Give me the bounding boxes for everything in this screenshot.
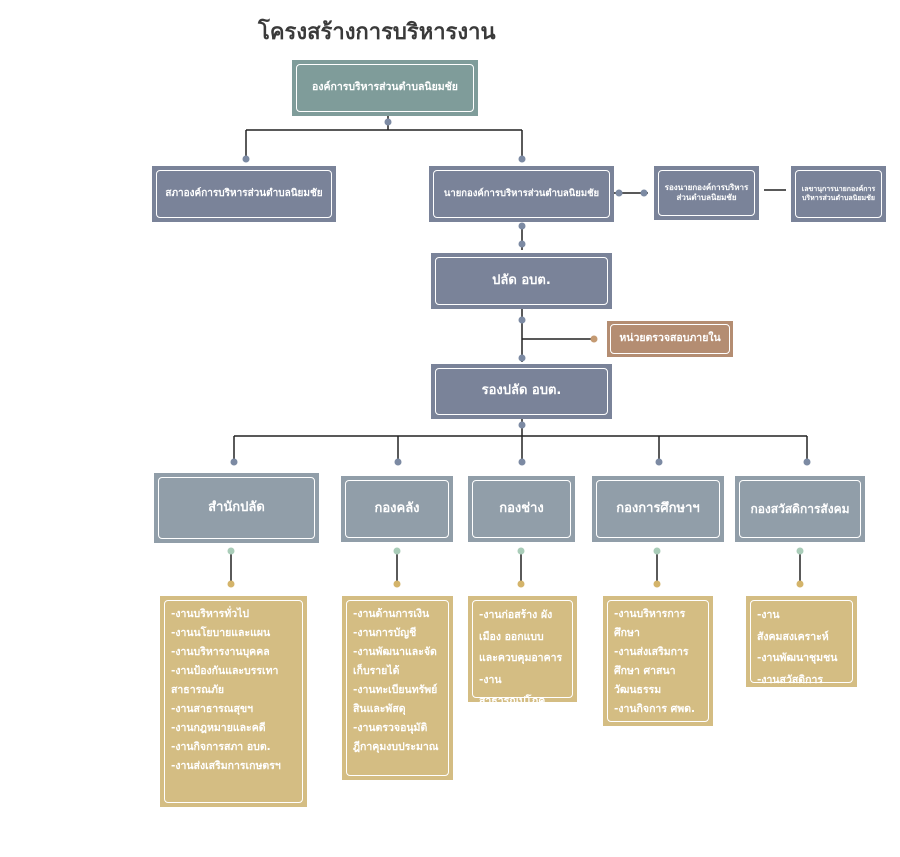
task-list: -งานสังคมสงเคราะห์ -งานพัฒนาชุมชน -งานสว…: [746, 596, 857, 707]
department-label: กองช่าง: [472, 480, 571, 538]
department-box: สำนักปลัด: [154, 473, 319, 543]
task-list-item: -งานพัฒนาและจัด เก็บรายได้: [353, 646, 437, 677]
org-node-deputy-mayor-label: รองนายกองค์การบริหารส่วนตำบลนิยมชัย: [658, 170, 755, 216]
department-label: กองการศึกษาฯ: [596, 480, 720, 538]
task-list: -งานบริหารการ ศึกษา -งานส่งเสริมการ ศึกษ…: [603, 596, 713, 726]
department-label: กองสวัสดิการสังคม: [739, 480, 861, 538]
department-label: กองคลัง: [345, 480, 449, 538]
task-list-item: -งานป้องกันและบรรเทา สาธารณภัย: [171, 665, 279, 696]
org-node-deputy-palad: รองปลัด อบต.: [431, 364, 612, 419]
org-node-secretary-label: เลขานุการนายกองค์การบริหารส่วนตำบลนิยมชั…: [795, 170, 882, 218]
task-list-item: -งานส่งเสริมการ ศึกษา ศาสนา วัฒนธรรม: [614, 646, 689, 696]
task-list-item: -งานส่งเสริมการเกษตรฯ: [171, 760, 281, 772]
org-node-mayor: นายกองค์การบริหารส่วนตำบลนิยมชัย: [429, 166, 614, 222]
task-list: -งานก่อสร้าง ผัง เมือง ออกแบบ และควบคุมอ…: [468, 596, 577, 707]
department-box: กองการศึกษาฯ: [592, 476, 724, 542]
org-node-audit: หน่วยตรวจสอบภายใน: [607, 321, 733, 357]
task-list-item: -งานนโยบายและแผน: [171, 627, 271, 639]
task-list-item: -งานทะเบียนทรัพย์ สินและพัสดุ: [353, 684, 438, 715]
task-list-item: -งานสาธารณสุขฯ: [171, 703, 254, 715]
task-list-item: -งานกิจการ ศพด.: [614, 703, 696, 715]
task-list-item: -งานด้านการเงิน: [353, 608, 430, 620]
task-list: -งานด้านการเงิน -งานการบัญชี -งานพัฒนาแล…: [342, 596, 453, 780]
task-list-item: -งานสวัสดิการสังคม: [757, 673, 823, 708]
org-node-secretary: เลขานุการนายกองค์การบริหารส่วนตำบลนิยมชั…: [791, 166, 886, 222]
org-node-audit-label: หน่วยตรวจสอบภายใน: [610, 324, 730, 354]
org-node-mayor-label: นายกองค์การบริหารส่วนตำบลนิยมชัย: [433, 170, 610, 218]
org-node-top: องค์การบริหารส่วนตำบลนิยมชัย: [292, 60, 478, 116]
org-node-top-label: องค์การบริหารส่วนตำบลนิยมชัย: [296, 64, 474, 112]
department-box: กองสวัสดิการสังคม: [735, 476, 865, 542]
org-node-council-label: สภาองค์การบริหารส่วนตำบลนิยมชัย: [156, 170, 332, 218]
department-box: กองช่าง: [468, 476, 575, 542]
task-list-item: -งานกิจการสภา อบต.: [171, 741, 271, 753]
org-node-council: สภาองค์การบริหารส่วนตำบลนิยมชัย: [152, 166, 336, 222]
task-list-item: -งานสังคมสงเคราะห์: [757, 609, 829, 643]
department-box: กองคลัง: [341, 476, 453, 542]
task-list-item: -งานตรวจอนุมัติ ฎีกาคุมงบประมาณ: [353, 722, 439, 753]
task-list-item: -งานบริหารทั่วไป: [171, 608, 250, 620]
task-list-item: -งานการบัญชี: [353, 627, 417, 639]
task-list-item: -งานพัฒนาชุมชน: [757, 652, 838, 664]
task-list-item: -งานก่อสร้าง ผัง เมือง ออกแบบ และควบคุมอ…: [479, 609, 563, 664]
org-node-deputy-mayor: รองนายกองค์การบริหารส่วนตำบลนิยมชัย: [654, 166, 759, 220]
org-node-deputy-palad-label: รองปลัด อบต.: [435, 368, 608, 415]
org-node-palad: ปลัด อบต.: [431, 253, 612, 309]
org-node-palad-label: ปลัด อบต.: [435, 257, 608, 305]
task-list-item: -งานบริหารงานบุคคล: [171, 646, 270, 658]
chart-title: โครงสร้างการบริหารงาน: [258, 20, 496, 45]
task-list-item: -งานกฎหมายและคดี: [171, 722, 266, 734]
department-label: สำนักปลัด: [158, 477, 315, 539]
task-list-item: -งานบริหารการ ศึกษา: [614, 608, 686, 639]
task-list-item: -งานสาธารณูปโภค: [479, 673, 546, 708]
task-list: -งานบริหารทั่วไป -งานนโยบายและแผน -งานบร…: [160, 596, 307, 807]
